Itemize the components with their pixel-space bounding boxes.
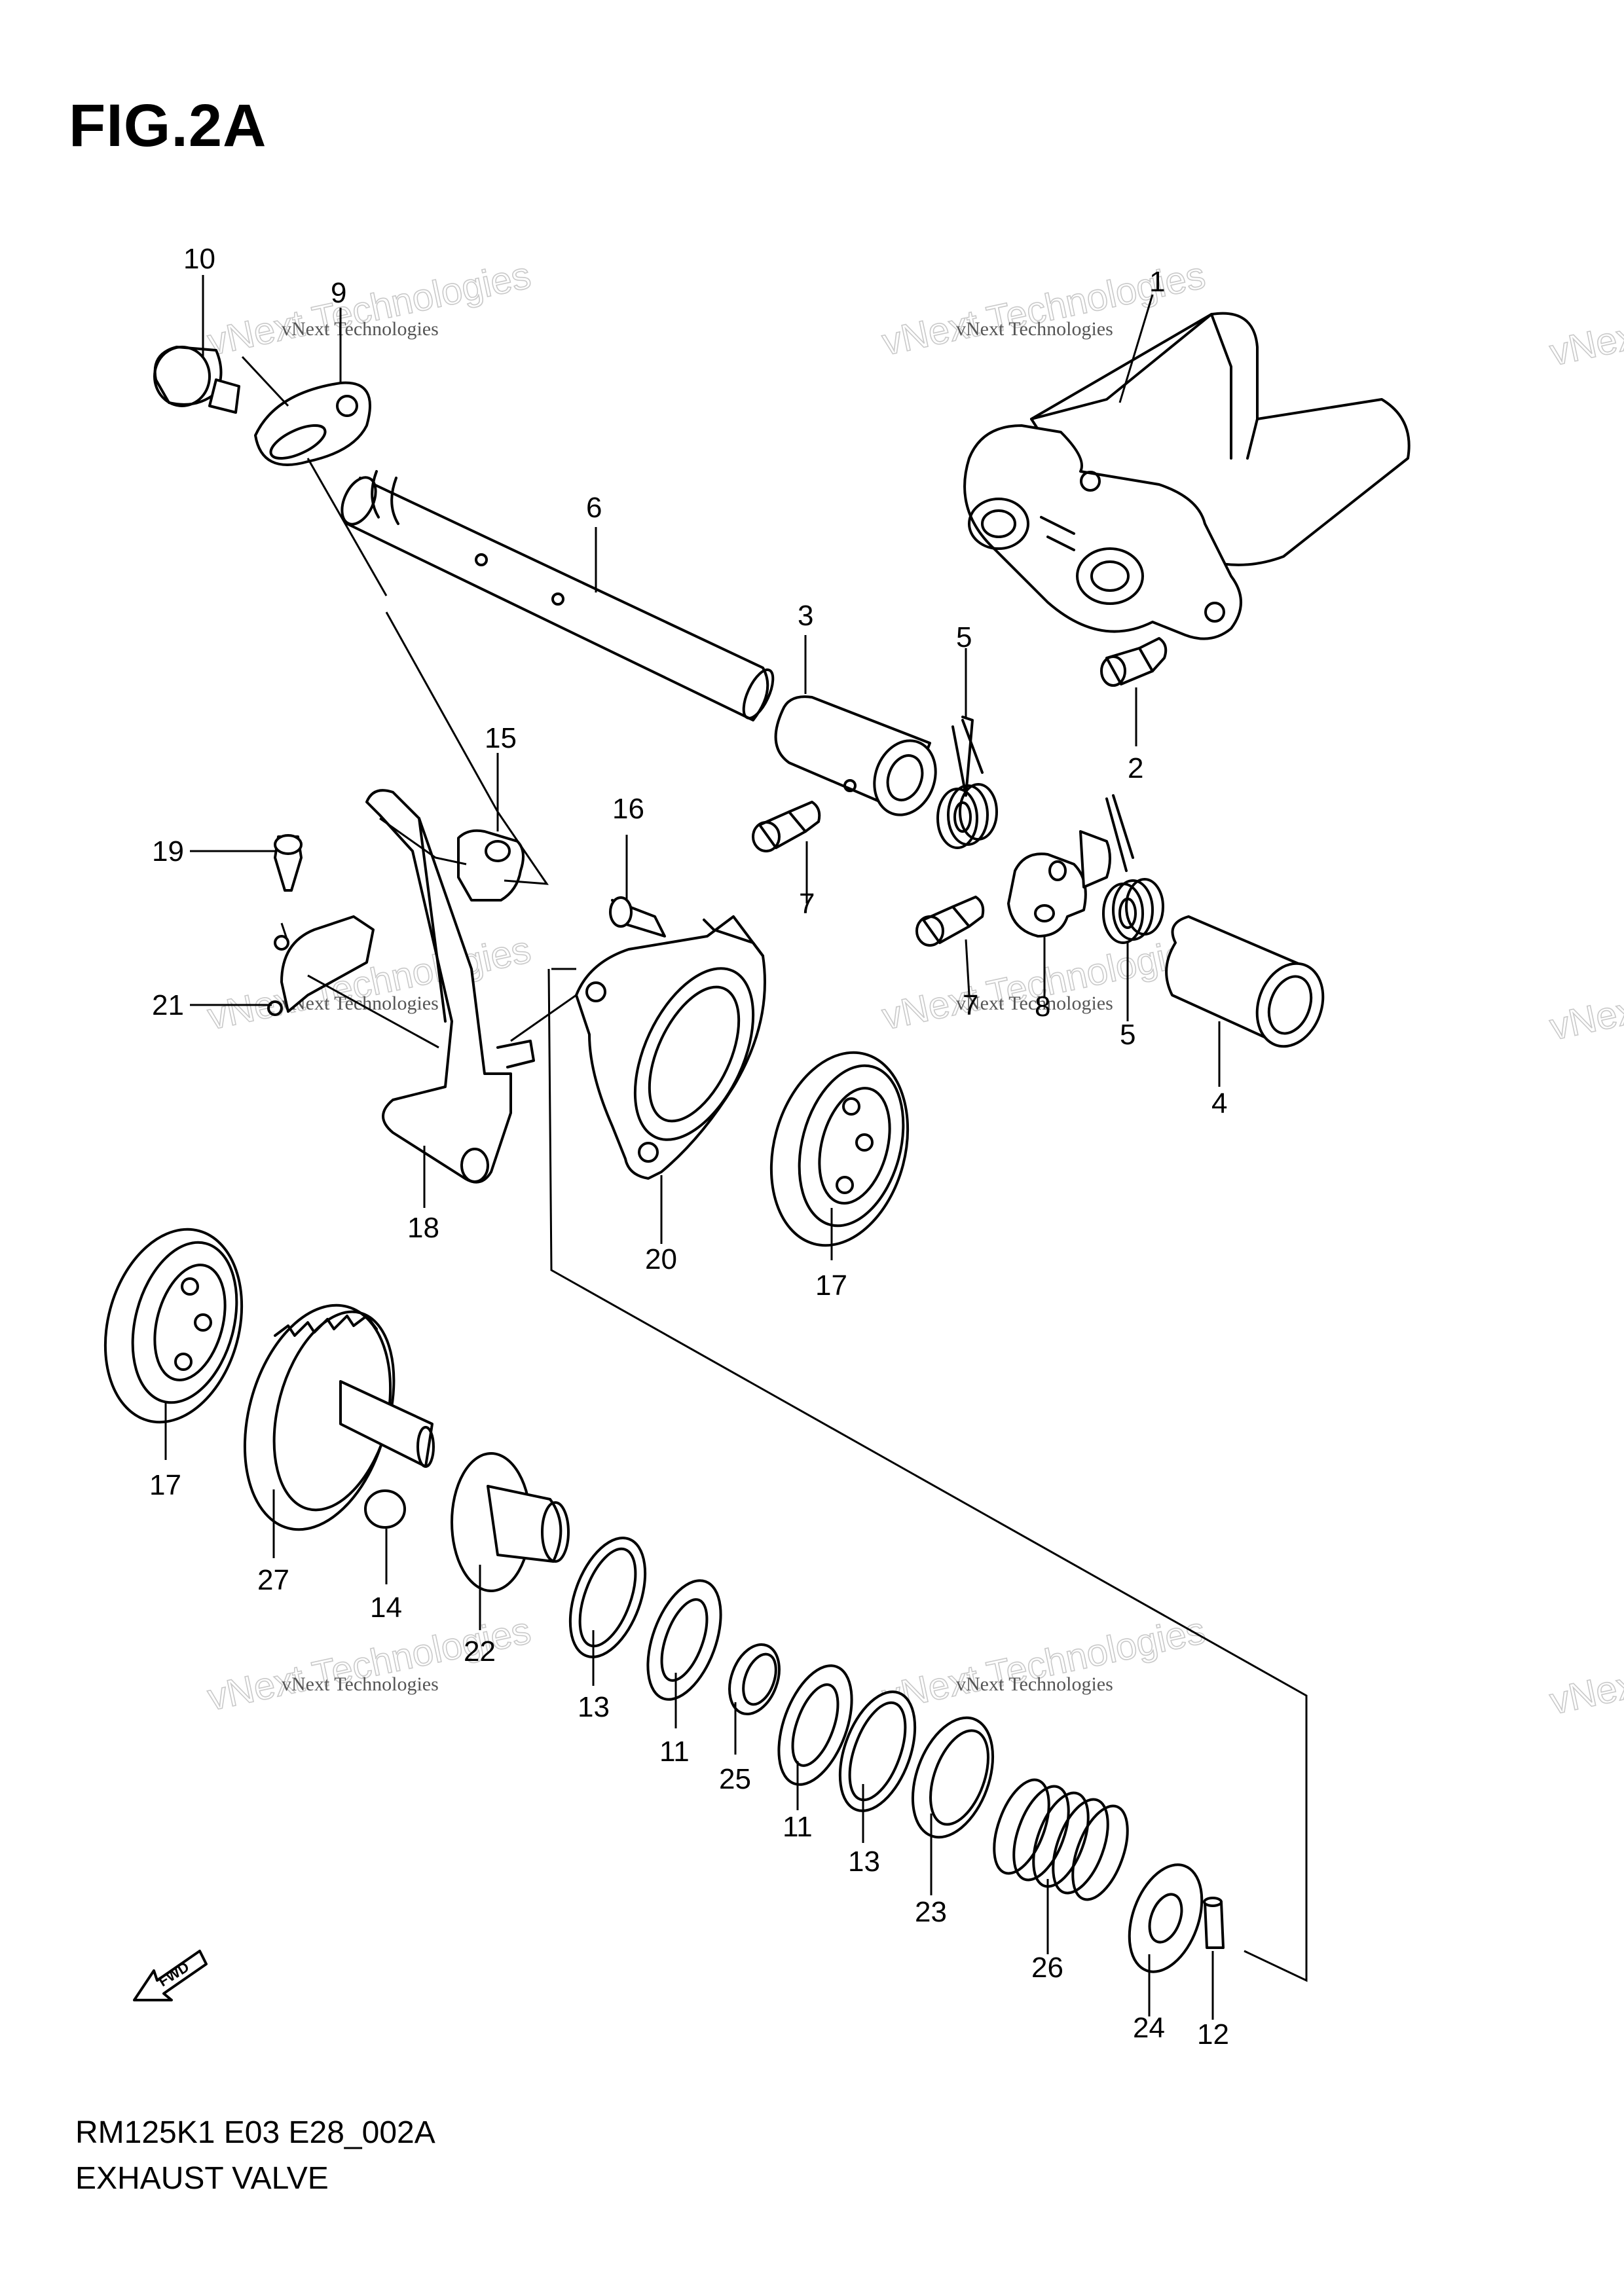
callout-10: 10 xyxy=(183,243,215,275)
watermark-large-text: vNext Technologies xyxy=(1546,264,1624,374)
watermark-group: vNext Technologies vNext Technologies vN… xyxy=(204,253,1624,1723)
callout-13: 13 xyxy=(578,1691,610,1723)
part-18-lever-arm xyxy=(365,789,535,1184)
part-17-bearing xyxy=(769,1051,910,1247)
callout-17: 17 xyxy=(149,1469,181,1501)
callout-21: 21 xyxy=(152,989,184,1021)
part-22-pinion xyxy=(451,1452,570,1592)
assembly-axis xyxy=(306,458,388,596)
callout-9: 9 xyxy=(331,277,346,309)
callout-12: 12 xyxy=(1197,2018,1229,2050)
part-9-gasket xyxy=(254,381,371,466)
part-1-exhaust-valve-body xyxy=(963,312,1411,640)
callout-8: 8 xyxy=(1035,991,1050,1023)
watermark-small-text: vNext Technologies xyxy=(956,318,1113,340)
callout-7: 7 xyxy=(799,888,815,920)
watermark-large-text: vNext Technologies xyxy=(1546,938,1624,1048)
part-25-collar xyxy=(728,1643,781,1716)
callout-11: 11 xyxy=(783,1811,813,1843)
callout-labels: 10 9 1 2 3 6 5 7 7 8 5 4 15 16 19 21 18 … xyxy=(149,243,1229,2050)
callout-17: 17 xyxy=(815,1269,847,1302)
callout-14: 14 xyxy=(370,1592,402,1624)
part-7-bolt xyxy=(752,801,821,852)
part-4-valve-sleeve xyxy=(1165,915,1325,1048)
leader-1 xyxy=(1118,294,1154,403)
assembly-axis xyxy=(241,355,289,407)
watermark-small-text: vNext Technologies xyxy=(282,318,439,340)
watermark-large-text: vNext Technologies xyxy=(879,1609,1209,1719)
part-10-bolt xyxy=(153,346,240,414)
part-6-shaft xyxy=(341,470,775,721)
callout-20: 20 xyxy=(645,1243,677,1275)
part-5-spring xyxy=(936,716,998,849)
part-16-screw xyxy=(609,896,666,938)
part-14-ball xyxy=(364,1489,406,1529)
part-21-bracket xyxy=(267,915,375,1016)
part-11-washer xyxy=(646,1579,722,1701)
watermark-large-text: vNext Technologies xyxy=(204,254,534,364)
callout-26: 26 xyxy=(1031,1952,1063,1984)
watermark-small-text: vNext Technologies xyxy=(956,1673,1113,1695)
assembly-lines xyxy=(164,275,1308,2020)
model-code: RM125K1 E03 E28_002A xyxy=(75,2115,435,2150)
callout-6: 6 xyxy=(586,492,602,524)
callout-7: 7 xyxy=(963,989,978,1021)
part-2-bolt xyxy=(1100,637,1168,687)
part-24-retainer xyxy=(1128,1863,1204,1973)
callout-4: 4 xyxy=(1211,1087,1227,1120)
callout-11: 11 xyxy=(659,1736,690,1768)
part-13-needle-bearing xyxy=(838,1690,917,1812)
callout-19: 19 xyxy=(152,835,184,867)
assembly-frame xyxy=(547,968,1308,1982)
callout-16: 16 xyxy=(612,793,644,825)
callout-18: 18 xyxy=(407,1212,439,1244)
part-15-clamp xyxy=(457,829,525,902)
fwd-direction-arrow: FWD xyxy=(133,1950,208,2001)
callout-22: 22 xyxy=(464,1635,496,1667)
figure-title: FIG.2A xyxy=(69,92,267,159)
assembly-axis xyxy=(280,922,289,943)
part-3-valve-sleeve xyxy=(774,695,937,816)
callout-13: 13 xyxy=(848,1846,880,1878)
callout-5: 5 xyxy=(1120,1019,1135,1051)
callout-27: 27 xyxy=(257,1564,289,1596)
assembly-axis xyxy=(385,611,549,885)
part-13-needle-bearing xyxy=(568,1537,647,1658)
callout-15: 15 xyxy=(485,722,517,754)
callout-23: 23 xyxy=(915,1896,947,1928)
part-7-bolt xyxy=(915,896,985,947)
part-8-lever xyxy=(1007,830,1111,938)
assembly-axis xyxy=(510,994,577,1042)
part-11-washer xyxy=(777,1664,853,1786)
assembly-name: EXHAUST VALVE xyxy=(75,2161,329,2196)
assembly-axis xyxy=(379,817,467,866)
part-17-bearing xyxy=(103,1228,244,1424)
assembly-axis xyxy=(307,974,439,1049)
part-19-bolt xyxy=(274,834,303,892)
part-5-spring xyxy=(1102,794,1164,944)
callout-24: 24 xyxy=(1133,2012,1165,2044)
part-26-coil-spring xyxy=(993,1778,1129,1901)
leader-7b xyxy=(965,939,970,996)
part-12-pin xyxy=(1203,1897,1225,1949)
watermark-large-text: vNext Technologies xyxy=(1546,1613,1624,1722)
watermark-small-text: vNext Technologies xyxy=(956,993,1113,1014)
callout-1: 1 xyxy=(1149,266,1165,298)
callout-2: 2 xyxy=(1128,752,1143,784)
watermark-small-text: vNext Technologies xyxy=(282,1673,439,1695)
callout-3: 3 xyxy=(798,600,813,632)
part-27-gear xyxy=(243,1303,435,1531)
callout-25: 25 xyxy=(719,1763,751,1795)
callout-5: 5 xyxy=(956,621,972,653)
part-20-retainer xyxy=(575,915,766,1180)
